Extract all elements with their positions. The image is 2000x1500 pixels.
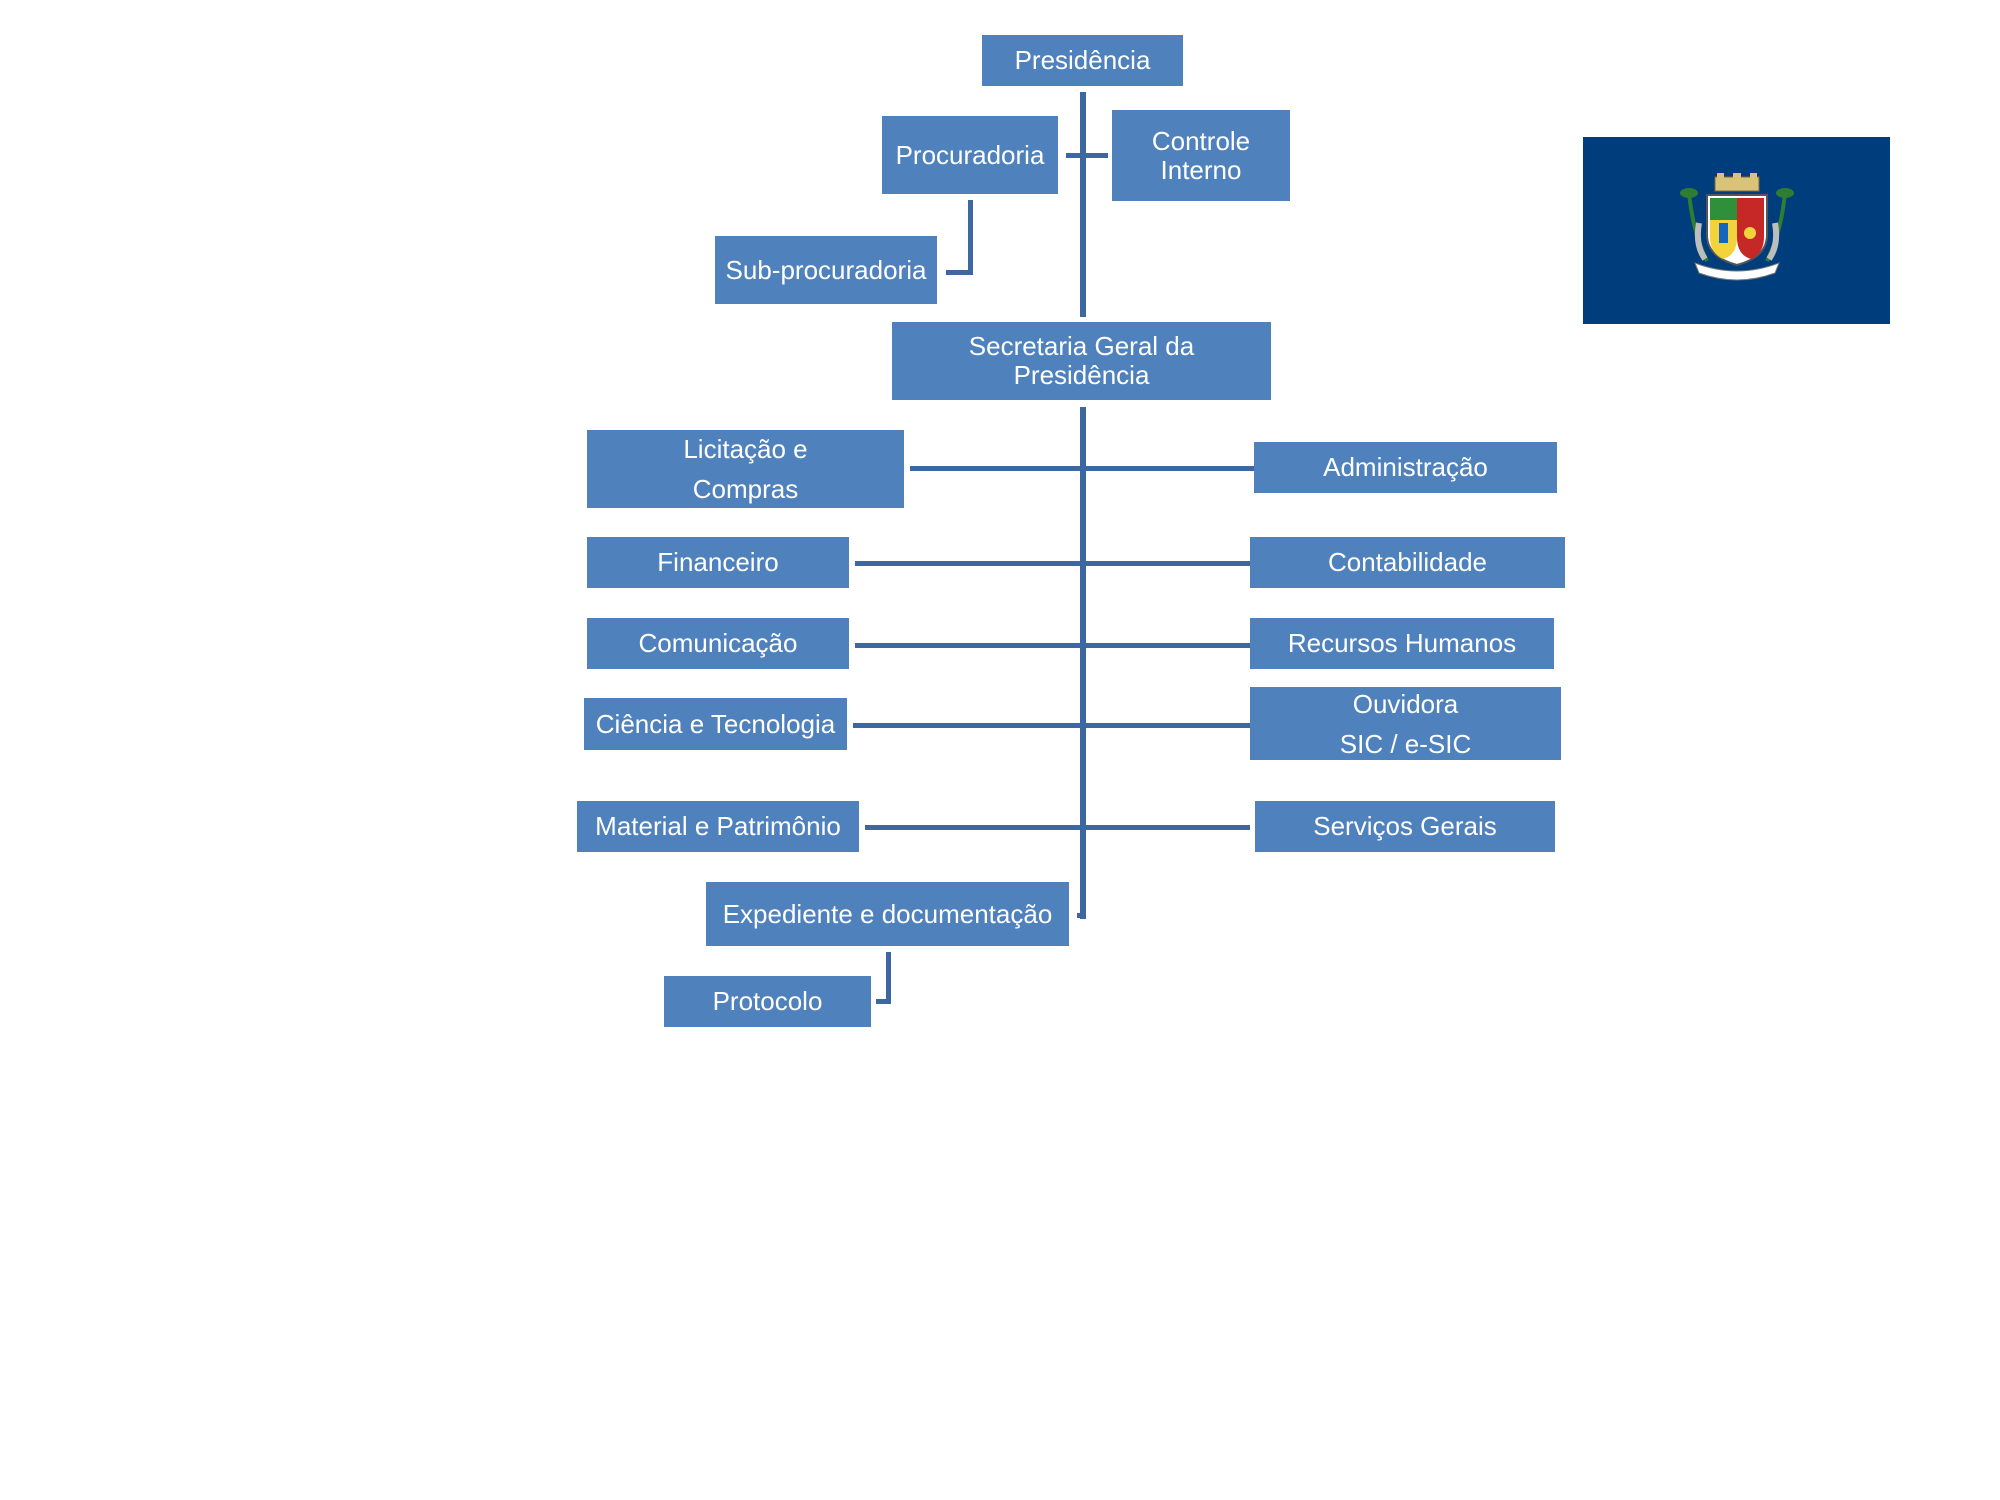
box-material-patrimonio: Material e Patrimônio bbox=[577, 801, 859, 852]
box-contabilidade: Contabilidade bbox=[1250, 537, 1565, 588]
connector-row-5 bbox=[865, 825, 1250, 830]
connector-expediente bbox=[1077, 913, 1086, 918]
box-label: Serviços Gerais bbox=[1313, 811, 1497, 841]
box-label: Material e Patrimônio bbox=[595, 811, 841, 841]
box-financeiro: Financeiro bbox=[587, 537, 849, 588]
connector-row-3 bbox=[855, 643, 1250, 648]
box-label: Presidência bbox=[1014, 45, 1151, 75]
municipal-flag bbox=[1583, 137, 1890, 324]
box-comunicacao: Comunicação bbox=[587, 618, 849, 669]
box-label: Expediente e documentação bbox=[722, 898, 1053, 929]
box-label: Interno bbox=[1160, 154, 1242, 185]
box-label: Sub-procuradoria bbox=[725, 254, 927, 285]
box-label: Recursos Humanos bbox=[1287, 628, 1517, 658]
box-label: Procuradoria bbox=[895, 139, 1045, 170]
box-protocolo: Protocolo bbox=[664, 976, 871, 1027]
box-servicos-gerais: Serviços Gerais bbox=[1255, 801, 1555, 852]
box-label: Secretaria Geral da bbox=[968, 331, 1195, 361]
connector-protocolo bbox=[876, 999, 891, 1004]
box-label: Administração bbox=[1323, 452, 1488, 482]
box-recursos-humanos: Recursos Humanos bbox=[1250, 618, 1554, 669]
box-label: Presidência bbox=[1013, 360, 1150, 390]
connector-secretaria-trunk bbox=[1080, 407, 1086, 919]
connector-procuradoria-down bbox=[968, 200, 973, 275]
box-label: Comunicação bbox=[638, 628, 798, 658]
connector-presidencia-trunk bbox=[1080, 92, 1086, 317]
box-label: Protocolo bbox=[712, 986, 823, 1016]
municipal-coat-of-arms-icon bbox=[1680, 173, 1794, 281]
box-procuradoria: Procuradoria bbox=[882, 116, 1058, 194]
box-licitacao-compras: Licitação e Compras bbox=[587, 430, 904, 508]
connector-row-4 bbox=[853, 723, 1250, 728]
box-controle-interno: Controle Interno bbox=[1112, 110, 1290, 201]
box-secretaria-geral: Secretaria Geral da Presidência bbox=[892, 322, 1271, 400]
box-label: Controle bbox=[1151, 125, 1251, 156]
box-label: Compras bbox=[692, 474, 799, 504]
box-label: Ciência e Tecnologia bbox=[595, 708, 836, 739]
box-label: Licitação e bbox=[683, 434, 808, 464]
box-label: SIC / e-SIC bbox=[1339, 728, 1472, 759]
connector-subprocuradoria bbox=[946, 270, 973, 275]
connector-row-2 bbox=[855, 561, 1250, 566]
connector-row-1 bbox=[910, 466, 1254, 471]
box-expediente-documentacao: Expediente e documentação bbox=[706, 882, 1069, 946]
box-ciencia-tecnologia: Ciência e Tecnologia bbox=[584, 698, 847, 750]
box-label: Contabilidade bbox=[1327, 547, 1487, 577]
box-ouvidora: Ouvidora SIC / e-SIC bbox=[1250, 687, 1561, 760]
box-administracao: Administração bbox=[1254, 442, 1557, 493]
connector-procuradoria-controle bbox=[1066, 153, 1108, 158]
box-label: Ouvidora bbox=[1352, 688, 1459, 719]
box-sub-procuradoria: Sub-procuradoria bbox=[715, 236, 937, 304]
box-presidencia: Presidência bbox=[982, 35, 1183, 86]
box-label: Financeiro bbox=[657, 547, 779, 577]
connector-expediente-down bbox=[886, 952, 891, 1004]
